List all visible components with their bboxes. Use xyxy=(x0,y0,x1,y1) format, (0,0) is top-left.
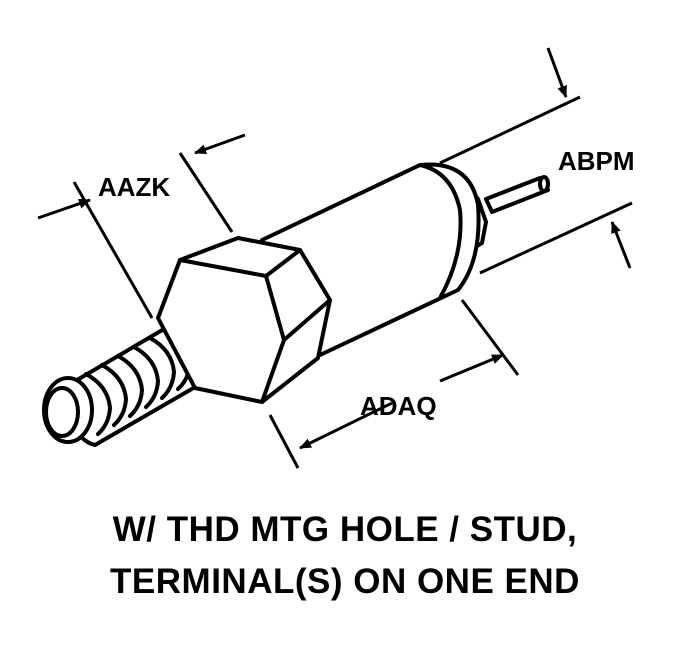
label-adaq: ADAQ xyxy=(360,391,437,421)
dimension-arrow xyxy=(546,47,568,98)
dimension-arrow xyxy=(439,353,504,383)
dimension-arrow xyxy=(37,198,91,220)
extension-line xyxy=(479,201,633,275)
caption-line-1: W/ THD MTG HOLE / STUD, xyxy=(112,510,578,549)
label-aazk: AAZK xyxy=(98,172,170,202)
dimension-aazk xyxy=(37,133,246,319)
extension-line xyxy=(460,299,520,376)
caption-line-2: TERMINAL(S) ON ONE END xyxy=(110,562,580,601)
dimension-adaq xyxy=(268,299,520,469)
dimension-arrow xyxy=(299,401,393,450)
hex-nut xyxy=(156,236,332,404)
dimension-abpm xyxy=(439,47,633,275)
extension-line xyxy=(439,95,581,165)
extension-line xyxy=(178,152,234,233)
extension-line xyxy=(268,414,300,469)
dimension-arrow xyxy=(610,221,632,269)
dimension-arrow xyxy=(194,133,246,155)
label-abpm: ABPM xyxy=(558,146,635,176)
